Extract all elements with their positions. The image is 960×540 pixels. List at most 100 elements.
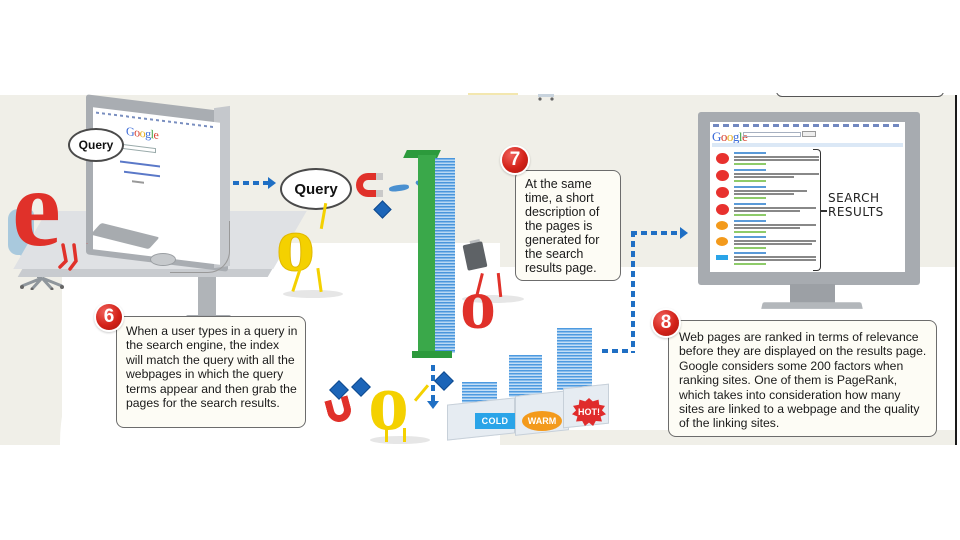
warm-page-stack: [509, 355, 542, 397]
desk-edge: [17, 269, 273, 277]
letter-o-yellow-character: o: [276, 200, 316, 287]
infographic-canvas: Google e Query Query o o At the same tim…: [0, 93, 957, 445]
office-chair-base-icon: [20, 276, 64, 290]
dashed-arrow-line: [631, 231, 681, 235]
result-snippet-line: [734, 224, 816, 226]
cold-label-text: COLD: [481, 416, 509, 426]
magnet-icon: [356, 173, 382, 197]
warm-label: WARM: [522, 411, 562, 431]
letter-o-red-character: o: [460, 264, 496, 344]
step-8-number: 8: [660, 312, 672, 333]
character-leg: [403, 428, 406, 442]
result-title-line: [734, 186, 766, 188]
result-url-line: [734, 231, 766, 233]
letter-l-foot: [412, 351, 452, 358]
results-navbar: [713, 124, 902, 127]
step-7-number: 7: [509, 149, 521, 170]
result-snippet-line: [734, 259, 816, 261]
result-url-line: [734, 180, 766, 182]
rank-marker-red: [716, 153, 729, 164]
dashed-arrow-line-up: [631, 231, 635, 353]
letter-l-character: [418, 155, 436, 357]
step-7-badge-icon: 7: [502, 147, 528, 173]
query-label: Query: [78, 138, 114, 152]
results-stats-bar: [712, 143, 903, 147]
character-leg: [385, 428, 388, 442]
shadow: [462, 295, 524, 303]
right-monitor-neck: [790, 284, 835, 304]
result-snippet-line: [734, 240, 816, 242]
result-url-line: [734, 263, 766, 265]
letter-e-legs: [58, 243, 88, 271]
result-url-line: [734, 197, 766, 199]
rank-marker-blue: [716, 255, 728, 260]
step-7-callout: At the same time, a short description of…: [515, 170, 621, 281]
result-snippet-line: [734, 243, 812, 245]
shadow: [283, 290, 343, 298]
results-bracket-tick: [821, 210, 827, 212]
image-right-border: [955, 95, 957, 445]
result-snippet-line: [734, 173, 819, 175]
result-title-line: [734, 169, 766, 171]
result-title-line: [734, 220, 766, 222]
dashed-arrow-line-down: [431, 365, 435, 405]
result-snippet-line: [734, 156, 819, 158]
query-label-2: Query: [294, 180, 338, 198]
step-7-text: At the same time, a short description of…: [525, 177, 600, 275]
rank-marker-orange: [716, 221, 728, 230]
arrow-right-icon: [680, 227, 688, 239]
arrow-down-icon: [427, 401, 439, 409]
query-speech-bubble: Query: [68, 128, 124, 162]
result-url-line: [734, 214, 766, 216]
letter-e-character: e: [12, 147, 61, 269]
step-8-text: Web pages are ranked in terms of relevan…: [679, 330, 927, 431]
cold-label: COLD: [475, 413, 515, 429]
result-snippet-line: [734, 210, 800, 212]
annotation-line-2: RESULTS: [828, 205, 884, 219]
shadow: [370, 436, 430, 444]
rank-marker-orange: [716, 237, 728, 246]
result-snippet-line: [734, 227, 800, 229]
letter-o-yellow-character-2: o: [368, 356, 409, 445]
hot-label-text: HOT!: [578, 407, 600, 417]
query-speech-bubble-2: Query: [280, 168, 352, 210]
right-monitor-base: [761, 302, 863, 309]
magnet-tip: [376, 173, 383, 180]
annotation-line-1: SEARCH: [828, 191, 880, 205]
computer-mouse: [150, 253, 176, 266]
index-page-stack-icon: [435, 158, 455, 353]
magnet-tip: [376, 190, 383, 197]
result-snippet-line: [734, 207, 816, 209]
result-title-line: [734, 152, 766, 154]
cropped-callout-fragment: [776, 93, 944, 97]
rank-marker-red: [716, 170, 729, 181]
search-results-annotation: SEARCH RESULTS: [828, 191, 884, 219]
result-url-line: [734, 163, 766, 165]
desk-leg: [198, 277, 216, 319]
rank-marker-red: [716, 204, 729, 215]
background-left: [0, 267, 62, 432]
result-snippet-line: [734, 193, 794, 195]
result-url-line: [734, 247, 766, 249]
step-8-callout: Web pages are ranked in terms of relevan…: [668, 320, 937, 437]
cold-page-stack: [462, 382, 497, 404]
step-6-text: When a user types in a query in the sear…: [126, 324, 298, 411]
arrow-right-icon: [268, 177, 276, 189]
cropped-cart-icon: [538, 94, 554, 101]
dashed-arrow-line: [233, 181, 269, 185]
step-6-number: 6: [103, 306, 115, 327]
dashed-arrow-line: [602, 349, 632, 353]
result-snippet-line: [734, 159, 819, 161]
cropped-fragment: [468, 93, 518, 95]
results-search-button: [802, 131, 816, 137]
result-snippet-line: [734, 176, 794, 178]
results-bracket: [813, 149, 821, 271]
step-6-callout: When a user types in a query in the sear…: [116, 316, 306, 428]
mouse-cable: [170, 221, 230, 273]
result-snippet-line: [734, 256, 816, 258]
result-title-line: [734, 203, 766, 205]
step-8-badge-icon: 8: [653, 310, 679, 336]
result-snippet-line: [734, 190, 807, 192]
hot-page-stack: [557, 328, 592, 390]
step-6-badge-icon: 6: [96, 304, 122, 330]
